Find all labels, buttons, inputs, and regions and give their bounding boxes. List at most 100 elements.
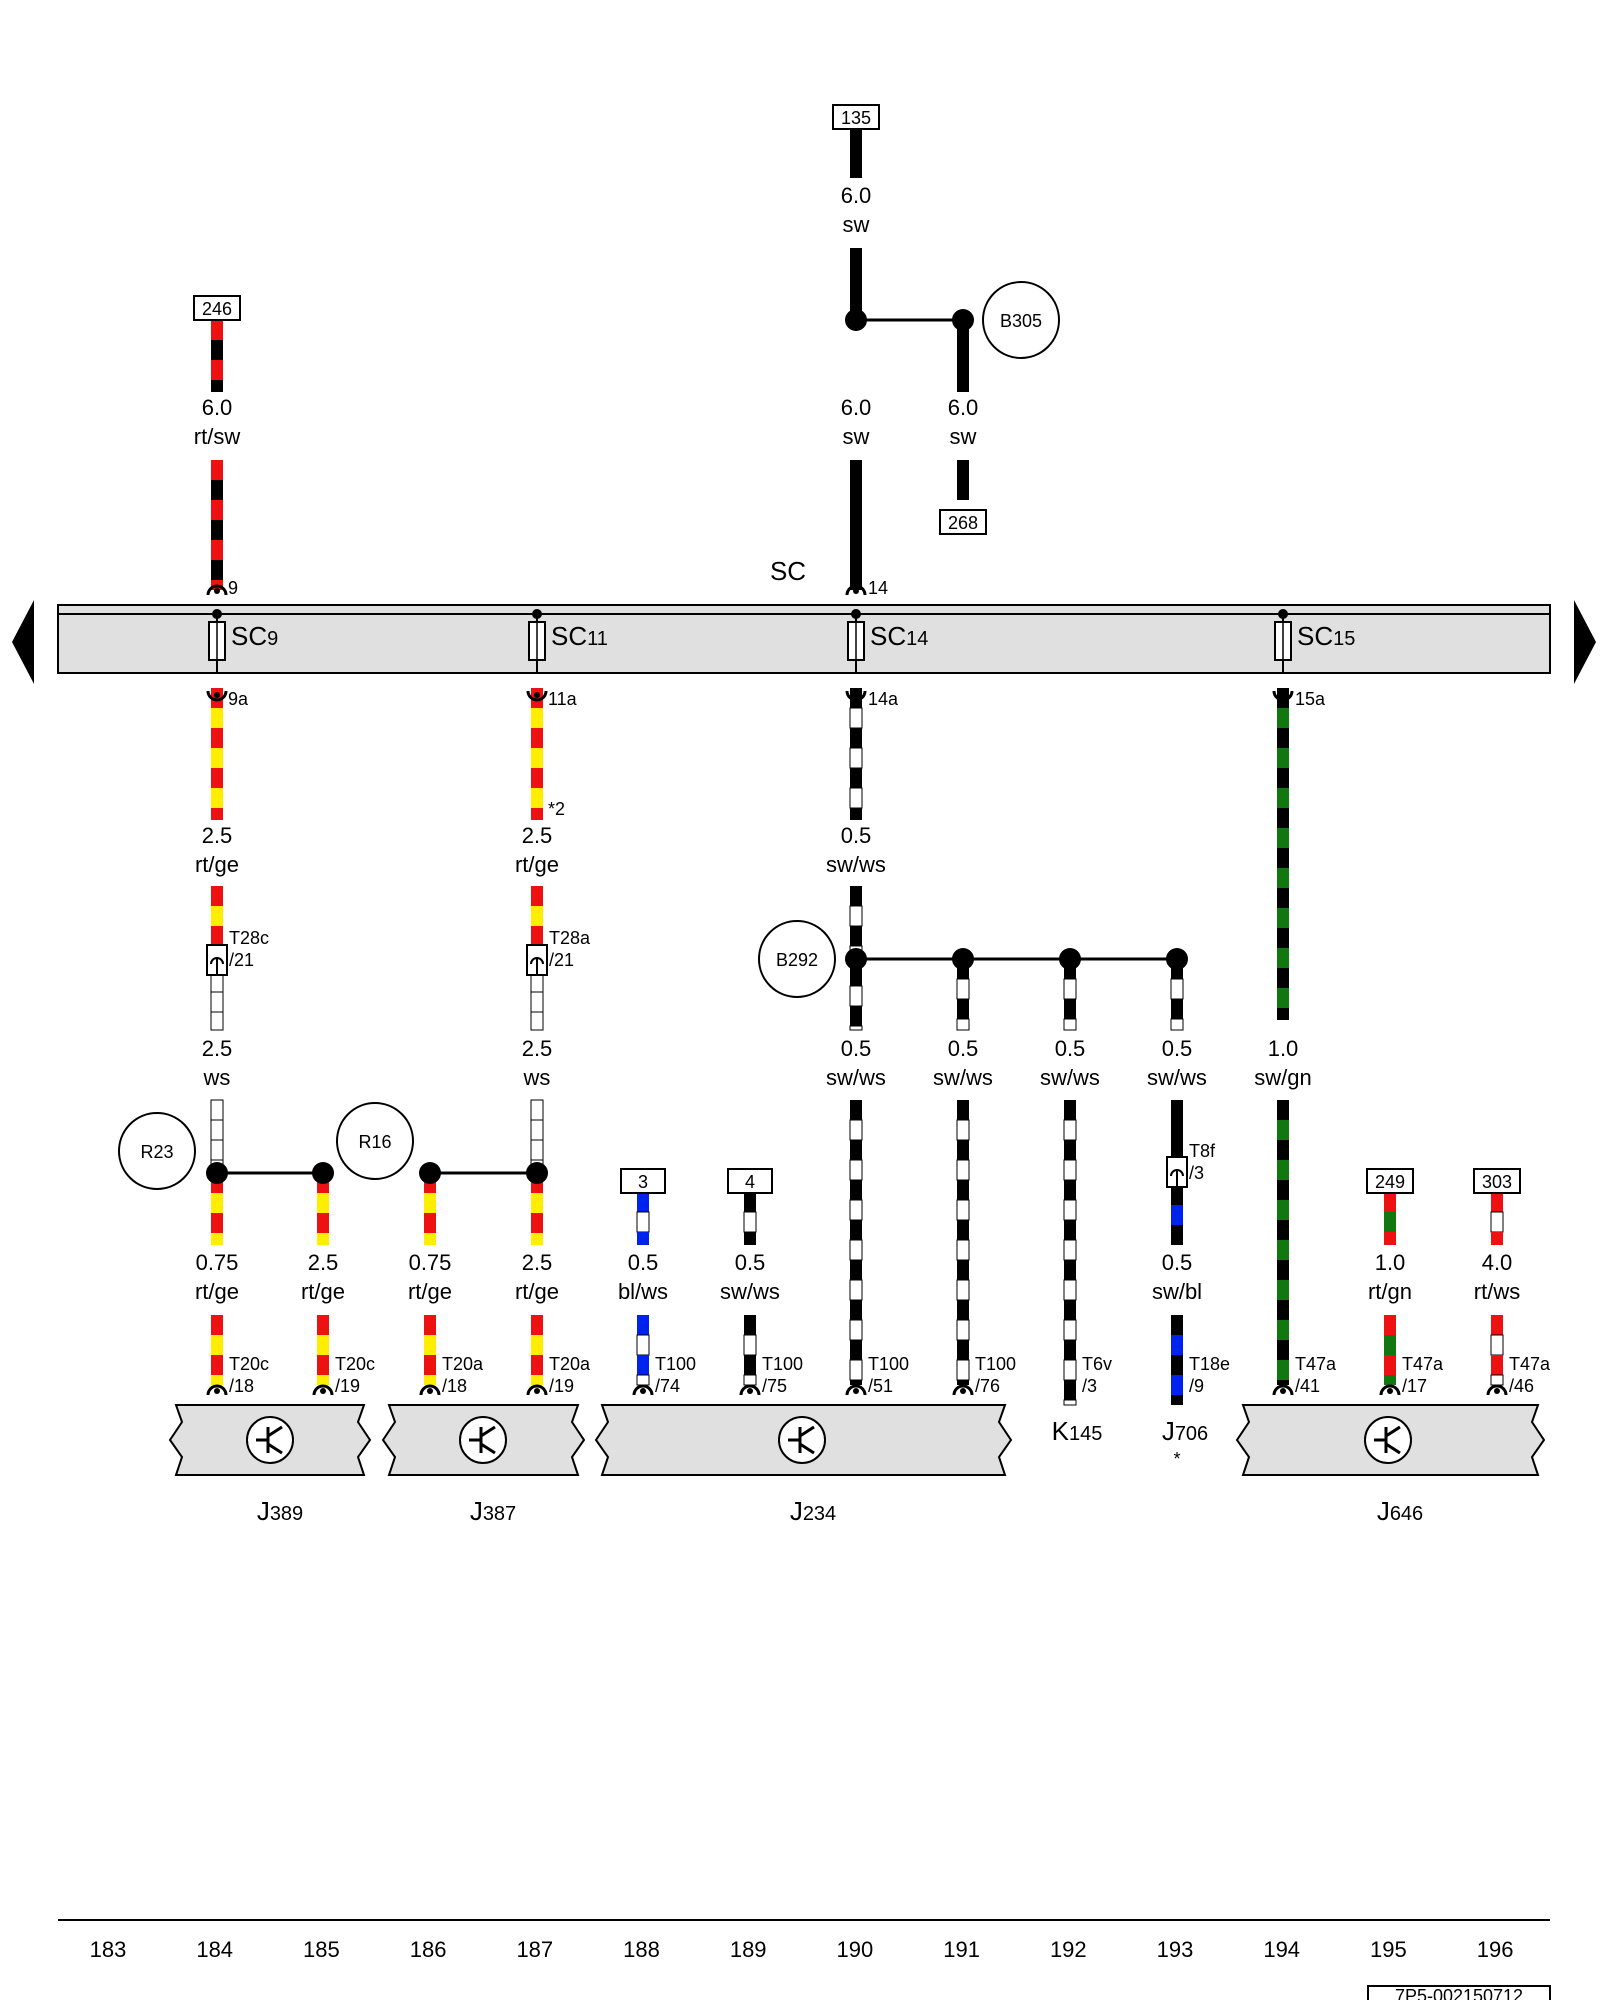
- wire-t100-51: [849, 1119, 863, 1141]
- wire-ref303: [1491, 1232, 1503, 1245]
- connector-name-k-t47a17: T47a: [1402, 1354, 1444, 1374]
- wire-t20c19: [317, 1355, 329, 1375]
- connector-name-k-t100-74: T100: [655, 1354, 696, 1374]
- pin-arc-bottom-dot: [960, 1388, 966, 1394]
- wire-rtge-9a: [211, 768, 223, 788]
- wire-t100-75: [743, 1374, 757, 1386]
- wire-t100-51: [850, 1300, 862, 1320]
- wire-b305: [957, 378, 969, 392]
- wire-size-w-u: 0.5: [1162, 1250, 1193, 1275]
- pin-arc-bottom: [952, 1384, 974, 1396]
- splice-dot: [1166, 948, 1188, 970]
- wire-sw-14: [850, 520, 862, 540]
- pin-arc-11a-dot: [534, 692, 540, 698]
- pin-arc-bottom: [206, 1384, 228, 1396]
- wire-t6v: [1064, 1140, 1076, 1160]
- control-unit-icon-j387-collector: [480, 1425, 496, 1438]
- pin-arc-bottom: [1272, 1384, 1294, 1396]
- connector-name-k-t100-75: T100: [762, 1354, 803, 1374]
- wire-swgn-15a: [1277, 928, 1289, 948]
- footer-column-number: 191: [943, 1937, 980, 1962]
- wire-t100-76: [956, 1319, 970, 1341]
- wire-t47a-17: [1384, 1355, 1396, 1375]
- pin-arc-bottom-dot: [640, 1388, 646, 1394]
- control-unit-icon-j646-collector: [1385, 1425, 1401, 1438]
- wire-color-w-h: ws: [203, 1065, 231, 1090]
- wire-t6v: [1064, 1300, 1076, 1320]
- component-number: 706: [1175, 1423, 1208, 1445]
- wire-j387-18-top: [424, 1233, 436, 1245]
- wire-t47a-41: [1277, 1240, 1289, 1260]
- connector-name-k-t8f: T8f: [1189, 1141, 1216, 1161]
- wire-t100-51: [850, 1100, 862, 1120]
- fuse-name: SC: [231, 621, 267, 651]
- connector-pin-k-t100-74: /74: [655, 1376, 680, 1396]
- wire-t47a-41: [1277, 1380, 1289, 1385]
- wire-t100-76: [957, 1340, 969, 1360]
- wire-t28a-bot: [530, 1011, 544, 1031]
- bus-node: [532, 609, 542, 619]
- wire-swgn-15a: [1277, 748, 1289, 768]
- wire-j387-19-top: [531, 1193, 543, 1213]
- wire-sw-14: [850, 500, 862, 520]
- pin-arc-bottom: [1486, 1384, 1508, 1396]
- wire-rtge-11a: [531, 788, 543, 808]
- wire-t20c18: [211, 1335, 223, 1355]
- bus-node: [851, 609, 861, 619]
- wire-t47a-41: [1277, 1340, 1289, 1360]
- wire-t100-51: [850, 1340, 862, 1360]
- wire-t8f-bot: [1171, 1225, 1183, 1245]
- pin-arc-bottom: [632, 1384, 654, 1396]
- fuse-name: SC: [551, 621, 587, 651]
- wire-rtge-9a: [211, 728, 223, 748]
- pin-label-p14: 14: [868, 578, 888, 598]
- wire-t8f-top: [1171, 1140, 1183, 1160]
- wire-b292-4: [1171, 999, 1183, 1019]
- wire-t8f-top: [1171, 1100, 1183, 1120]
- ref-box-label-rb3: 3: [638, 1172, 648, 1192]
- component-number: 145: [1069, 1423, 1102, 1445]
- wire-t6v: [1064, 1220, 1076, 1240]
- wire-size-w-b: 6.0: [202, 395, 233, 420]
- fuse-label-f14: SC14: [870, 621, 928, 651]
- wire-ref303: [1491, 1192, 1503, 1212]
- wire-ws-r16: [530, 1139, 544, 1161]
- wire-ref4: [744, 1232, 756, 1245]
- wire-135: [850, 150, 862, 170]
- ref-box: [832, 104, 880, 130]
- wire-j387-18-top: [424, 1213, 436, 1233]
- wire-color-w-m: sw/ws: [1147, 1065, 1207, 1090]
- wire-t20c18: [211, 1375, 223, 1385]
- wire-t47a-46: [1490, 1334, 1504, 1356]
- connector-name-k-t28c: T28c: [229, 928, 269, 948]
- wire-t6v: [1064, 1380, 1076, 1400]
- wire-t28a-bot: [530, 991, 544, 1013]
- footer-column-number: 184: [196, 1937, 233, 1962]
- splice-dot: [526, 1162, 548, 1184]
- wire-t100-75: [744, 1315, 756, 1335]
- wire-t6v: [1064, 1100, 1076, 1120]
- wire-t100-51: [849, 1159, 863, 1181]
- control-unit-icon-j234-emitter: [799, 1442, 815, 1455]
- wire-ref4: [743, 1211, 757, 1233]
- connector-pin-k-t47a46: /46: [1509, 1376, 1534, 1396]
- wire-t47a-41: [1277, 1100, 1289, 1120]
- footer-column-number: 187: [516, 1937, 553, 1962]
- wire-t47a-41: [1277, 1160, 1289, 1180]
- wire-b292-4: [1170, 978, 1184, 1000]
- circle-label-c-b305: B305: [1000, 311, 1042, 331]
- pin-arc-14: [845, 584, 867, 596]
- fuse-label-f15: SC15: [1297, 621, 1355, 651]
- wire-sw-top: [850, 288, 862, 308]
- connector-name-k-t20c19: T20c: [335, 1354, 375, 1374]
- ref-box: [939, 509, 987, 535]
- connector-pin-k-t20c19: /19: [335, 1376, 360, 1396]
- fuse-label-f11: SC11: [551, 621, 608, 651]
- component-letter: J: [1377, 1496, 1390, 1526]
- pin-arc-bottom: [526, 1384, 548, 1396]
- wire-t100-51: [849, 1279, 863, 1301]
- control-unit-icon-j234: [778, 1416, 826, 1464]
- control-unit-icon-j646-emitter: [1385, 1442, 1401, 1455]
- splice-dot: [845, 309, 867, 331]
